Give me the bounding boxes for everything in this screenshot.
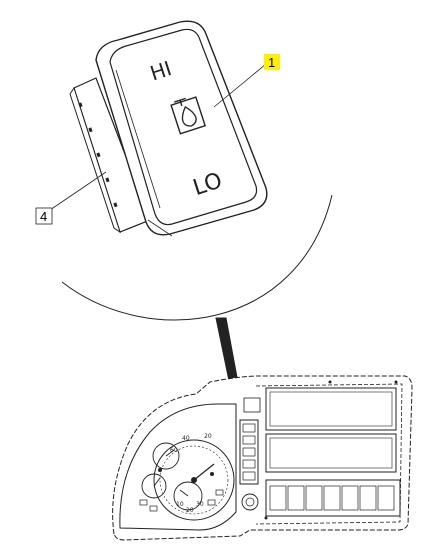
dash-rocker-switch <box>242 435 256 445</box>
gauge-cluster-outline <box>119 403 237 531</box>
bank-switch <box>269 485 287 511</box>
switch-rocker-face <box>109 28 258 226</box>
bank-switch <box>323 485 341 511</box>
callout-1-label: 1 <box>268 55 275 70</box>
middle-display-panel <box>265 433 397 473</box>
detail-circle-arc <box>61 194 333 321</box>
speedometer-number: 40 <box>182 435 190 442</box>
dashboard-panel: 60 40 20 10 20 30 <box>112 375 413 541</box>
dash-rocker-switch <box>242 423 256 433</box>
callout-4-box <box>35 207 53 225</box>
tachometer-number: 30 <box>196 501 204 508</box>
bank-switch <box>359 485 377 511</box>
bank-switch <box>341 485 359 511</box>
small-gauge <box>173 481 203 511</box>
oil-drop-icon <box>170 96 207 135</box>
rocker-switch: HI LO <box>69 20 268 237</box>
dash-rocker-switch <box>242 471 256 481</box>
dash-rocker-switch <box>242 459 256 469</box>
callout-1-box <box>264 54 280 70</box>
indicator-lamp <box>149 505 158 512</box>
callout-1-leader <box>213 63 267 108</box>
bank-switch <box>377 485 395 511</box>
indicator-lamp <box>139 499 148 506</box>
lower-switch-bank <box>265 479 401 517</box>
callout-4-leader <box>49 171 107 211</box>
indicator-lamp <box>207 499 216 506</box>
small-gauge <box>141 473 167 499</box>
tachometer-number: 10 <box>176 501 184 508</box>
upper-display-panel <box>265 387 397 431</box>
dash-rocker-switch <box>242 447 256 457</box>
bank-switch <box>287 485 305 511</box>
tachometer-number: 20 <box>186 507 194 514</box>
dash-knob <box>241 493 259 511</box>
speedometer-number: 20 <box>204 433 212 440</box>
small-gauge <box>152 442 180 470</box>
callout-4-label: 4 <box>40 209 47 224</box>
bank-switch <box>305 485 323 511</box>
speedometer-gauge <box>153 439 235 521</box>
indicator-lamp <box>215 489 224 496</box>
